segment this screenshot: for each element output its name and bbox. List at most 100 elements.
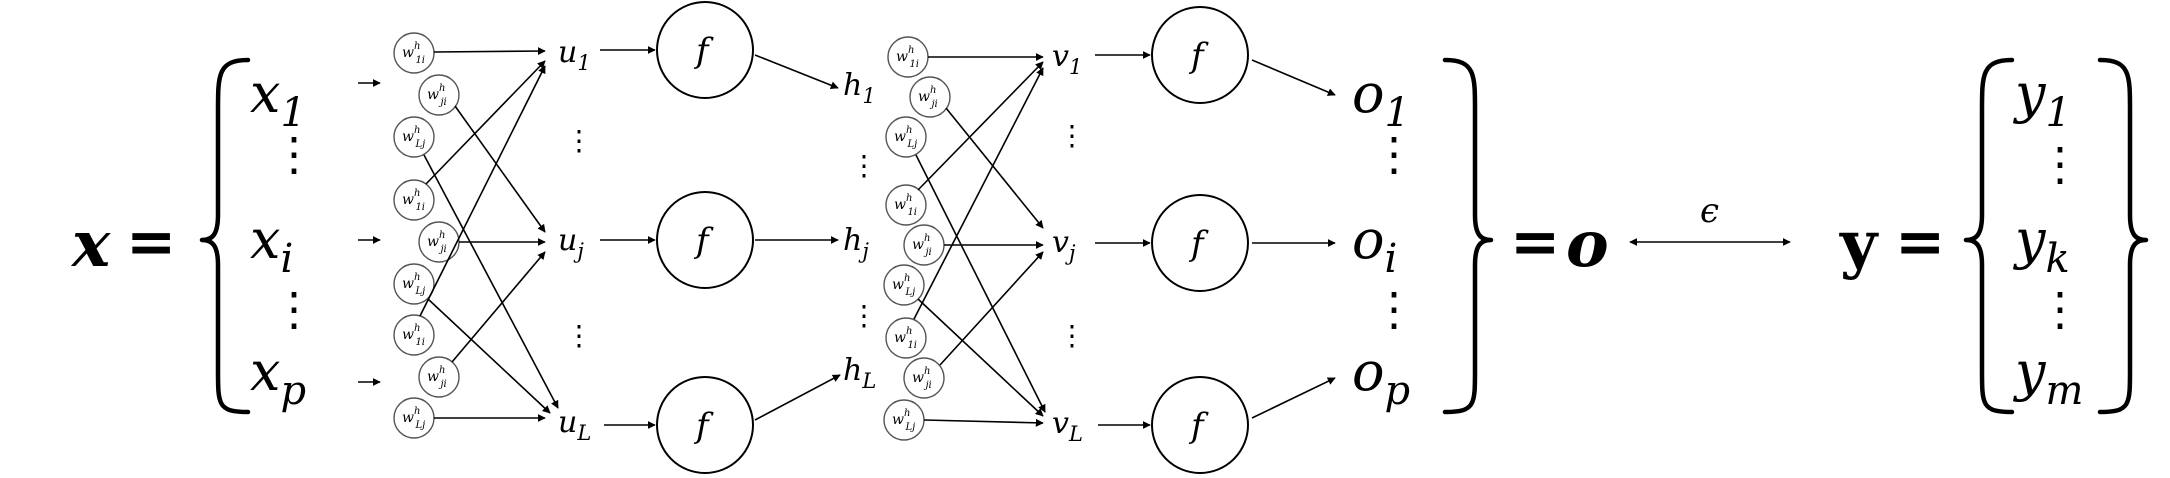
u-ellipsis-top: ⋮ [565, 124, 593, 157]
input-ellipsis-top: ⋮ [271, 127, 317, 181]
right-brace-target [2097, 57, 2149, 415]
arrow-f-h1 [754, 54, 839, 90]
u-ellipsis-bottom: ⋮ [565, 319, 593, 352]
h-ellipsis-top: ⋮ [850, 149, 878, 182]
left-brace-target [1963, 57, 2015, 415]
input-vector-symbol: x [70, 207, 111, 282]
equals-sign-left: = [126, 207, 176, 277]
svg-text:o1: o1 [1352, 62, 1410, 136]
hidden-activation-node-j: f [656, 191, 754, 289]
hidden-out-hj: hj [843, 223, 869, 263]
svg-text:hL: hL [843, 353, 876, 393]
error-symbol: ϵ [1700, 191, 1719, 231]
hidden-pre-u1: u1 [558, 35, 591, 75]
left-brace-input [199, 57, 251, 415]
hidden-pre-uL: uL [558, 405, 591, 445]
connections-layer1 [419, 47, 559, 422]
svg-text:v1: v1 [1052, 39, 1082, 79]
connections-layer2 [913, 53, 1046, 427]
svg-text:y1: y1 [2013, 62, 2071, 136]
target-y1: y1 [2013, 62, 2071, 136]
input-xi: xi [250, 208, 293, 282]
hidden-out-h1: h1 [843, 68, 876, 108]
output-oi: oi [1352, 208, 1397, 282]
arrow-f-o1 [1251, 59, 1336, 96]
target-yk: yk [2013, 208, 2070, 282]
svg-text:x1: x1 [250, 62, 306, 136]
arrow-f-hL [754, 374, 841, 421]
output-activation-node-L: f [1151, 376, 1249, 474]
svg-text:op: op [1352, 340, 1410, 414]
svg-text:vL: vL [1052, 406, 1083, 446]
target-ellipsis-bottom: ⋮ [2037, 282, 2083, 336]
equals-sign-output: = [1510, 207, 1560, 277]
svg-text:uL: uL [558, 405, 591, 445]
input-x1: x1 [250, 62, 306, 136]
output-ellipsis-bottom: ⋮ [1371, 282, 1417, 336]
svg-text:vj: vj [1052, 225, 1076, 265]
svg-text:xi: xi [250, 208, 293, 282]
svg-text:uj: uj [558, 223, 584, 263]
output-ellipsis-top: ⋮ [1371, 127, 1417, 181]
hidden-out-hL: hL [843, 353, 876, 393]
input-ellipsis-bottom: ⋮ [271, 282, 317, 336]
output-pre-vL: vL [1052, 406, 1083, 446]
output-op: op [1352, 340, 1410, 414]
svg-text:u1: u1 [558, 35, 591, 75]
h-ellipsis-bottom: ⋮ [850, 299, 878, 332]
svg-text:ym: ym [2013, 340, 2083, 414]
svg-text:yk: yk [2013, 208, 2070, 282]
target-vector-symbol: y [1839, 207, 1879, 282]
v-ellipsis-bottom: ⋮ [1058, 319, 1086, 352]
svg-text:oi: oi [1352, 208, 1397, 282]
right-brace-output [1442, 57, 1494, 415]
output-pre-v1: v1 [1052, 39, 1082, 79]
v-ellipsis-top: ⋮ [1058, 119, 1086, 152]
output-vector-symbol: o [1566, 207, 1609, 282]
output-activation-node-j: f [1151, 194, 1249, 292]
svg-text:xp: xp [250, 340, 306, 414]
output-o1: o1 [1352, 62, 1410, 136]
svg-text:hj: hj [843, 223, 869, 263]
svg-text:h1: h1 [843, 68, 876, 108]
output-activation-node-1: f [1151, 6, 1249, 104]
arrow-f-op [1251, 377, 1336, 419]
equals-sign-right: = [1895, 207, 1945, 277]
target-ellipsis-top: ⋮ [2037, 137, 2083, 191]
